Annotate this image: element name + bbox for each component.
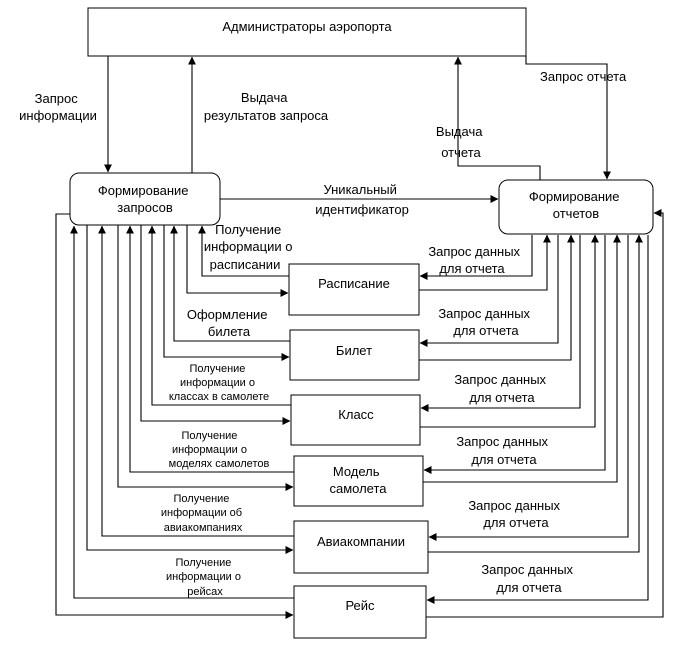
label-report-data-request-flight: Запрос данных для отчета	[481, 562, 576, 595]
edge-class-to-query	[148, 225, 291, 406]
node-schedule: Расписание	[288, 263, 420, 316]
label-report-data-request-model: Запрос данных для отчета	[456, 434, 551, 467]
edge-report-to-class	[420, 235, 581, 412]
edge-flight-to-query	[70, 225, 294, 599]
label-report-data-request-airlines: Запрос данных для отчета	[468, 498, 563, 530]
edge-ticket-to-query	[170, 225, 290, 342]
node-ticket-label: Билет	[336, 343, 372, 358]
label-report-data-request-class: Запрос данных для отчета	[454, 372, 549, 405]
node-ticket: Билет	[289, 329, 420, 381]
label-flight-info: Получение информации о рейсах	[166, 557, 244, 598]
edge-model-to-query	[126, 225, 294, 473]
node-query-former-label: Формирование запросов	[98, 183, 192, 215]
edge-query-to-airlines	[86, 225, 294, 554]
node-schedule-label: Расписание	[318, 276, 390, 291]
node-class-label: Класс	[338, 407, 374, 422]
node-flight: Рейс	[293, 585, 427, 639]
node-report-former-label: Формирование отчетов	[529, 189, 623, 221]
node-airlines: Авиакомпании	[293, 520, 429, 574]
edge-schedule-to-report	[419, 234, 551, 291]
edge-ticket-to-report	[419, 234, 575, 361]
label-model-info: Получение информации о моделях самолетов	[169, 430, 270, 470]
label-report-data-request-ticket: Запрос данных для отчета	[438, 306, 533, 338]
node-admins-label: Администраторы аэропорта	[222, 19, 392, 34]
edge-report-output	[454, 56, 541, 180]
edge-report-to-ticket	[419, 235, 559, 347]
edge-query-to-class	[140, 225, 291, 425]
label-unique-id: Уникальный идентификатор	[315, 182, 409, 217]
node-airlines-label: Авиакомпании	[317, 534, 405, 549]
edge-report-to-schedule	[419, 235, 533, 280]
edge-model-to-report	[423, 234, 621, 483]
label-airline-info: Получение информации об авиакомпаниях	[161, 493, 245, 534]
edge-flight-to-report	[426, 209, 664, 618]
edge-airlines-to-query	[98, 225, 294, 537]
edge-report-request	[525, 56, 611, 180]
edge-report-to-flight	[426, 235, 649, 604]
edge-query-to-model	[117, 225, 294, 491]
label-info-request: Запрос информации	[19, 91, 97, 123]
edge-query-to-ticket	[163, 225, 290, 361]
node-flight-label: Рейс	[345, 598, 375, 613]
edge-report-to-airlines	[428, 235, 629, 541]
node-plane-model: Модель самолета	[293, 455, 424, 507]
edge-schedule-to-query	[198, 225, 289, 277]
node-admins: Администраторы аэропорта	[87, 7, 527, 57]
edge-class-to-report	[420, 234, 599, 428]
label-class-info: Получение информации о классах в самолет…	[169, 363, 269, 403]
edge-query-to-flight	[55, 213, 294, 619]
edge-report-to-model	[423, 235, 606, 474]
label-report-data-request-schedule: Запрос данных для отчета	[428, 244, 523, 276]
node-query-former: Формирование запросов	[69, 172, 221, 226]
label-ticket-issue: Оформление билета	[187, 307, 271, 339]
label-report-output: Выдача отчета	[436, 124, 486, 160]
edge-airlines-to-report	[428, 234, 643, 553]
node-plane-model-label: Модель самолета	[329, 464, 387, 496]
label-report-request: Запрос отчета	[540, 69, 627, 84]
label-query-results: Выдача результатов запроса	[204, 90, 329, 123]
label-schedule-info: Получение информации о расписании	[204, 222, 296, 272]
edge-query-to-schedule	[186, 225, 289, 297]
node-class: Класс	[290, 394, 421, 446]
node-report-former: Формирование отчетов	[498, 179, 654, 235]
